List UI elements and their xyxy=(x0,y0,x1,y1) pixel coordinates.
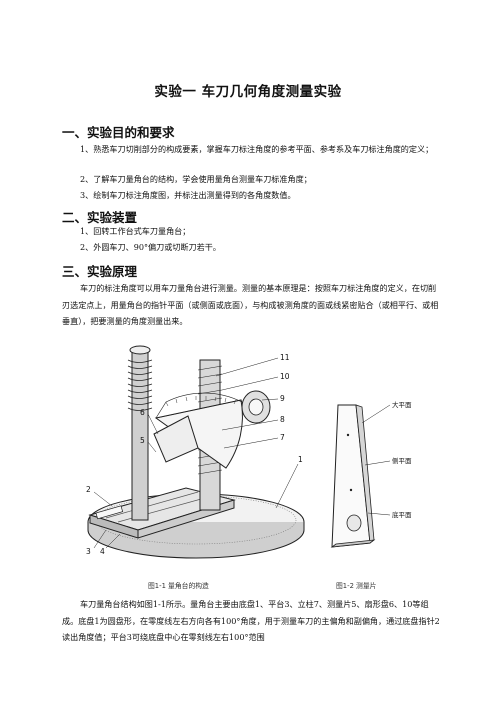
fig1-label-1: 1 xyxy=(298,455,303,464)
fig2-label-side-face: 侧平面 xyxy=(392,456,412,465)
section3-para1: 车刀的标注角度可以用车刀量角台进行测量。测量的基本原理是：按照车刀标注角度的定义… xyxy=(62,283,439,327)
fig1-label-7: 7 xyxy=(280,433,285,442)
fig1-label-9: 9 xyxy=(280,394,285,403)
fig1-label-6: 6 xyxy=(140,408,145,417)
section1-item3: 3、绘制车刀标注角度图，并标注出测量得到的各角度数值。 xyxy=(80,190,296,200)
section1-heading: 一、实验目的和要求 xyxy=(62,125,175,140)
fig1-label-3: 3 xyxy=(86,547,91,556)
section2-heading: 二、实验装置 xyxy=(62,210,138,225)
page-title: 实验一 车刀几何角度测量实验 xyxy=(154,84,342,100)
section1-item2: 2、了解车刀量角台的结构，学会使用量角台测量车刀标准角度； xyxy=(80,174,312,184)
section2-item2: 2、外圆车刀、90°偏刀或切断刀若干。 xyxy=(80,242,221,252)
figure1-caption: 图1-1 量角台的构造 xyxy=(148,582,209,590)
section1-item1: 1、熟悉车刀切削部分的构成要素，掌握车刀标注角度的参考平面、参考系及车刀标注角度… xyxy=(80,144,434,154)
section3-para2: 车刀量角台结构如图1-1所示。量角台主要由底盘1、平台3、立柱7、测量片5、扇形… xyxy=(62,599,440,643)
figure2-caption: 图1-2 测量片 xyxy=(336,582,377,590)
fig2-label-large-face: 大平面 xyxy=(392,400,412,409)
fig1-label-10: 10 xyxy=(280,372,290,381)
fig1-label-2: 2 xyxy=(86,485,91,494)
section3-heading: 三、实验原理 xyxy=(62,264,138,279)
fig1-label-11: 11 xyxy=(280,353,290,362)
figure-measuring-plate: 大平面 侧平面 底平面 xyxy=(330,400,412,548)
fig1-label-5: 5 xyxy=(140,436,145,445)
fig2-label-bottom-face: 底平面 xyxy=(392,510,412,519)
section2-item1: 1、回转工作台式车刀量角台； xyxy=(80,226,191,236)
fig1-label-8: 8 xyxy=(280,415,285,424)
figure-protractor-device: 11 10 9 8 7 1 6 5 2 3 4 xyxy=(86,345,305,559)
fig1-label-4: 4 xyxy=(100,547,105,556)
